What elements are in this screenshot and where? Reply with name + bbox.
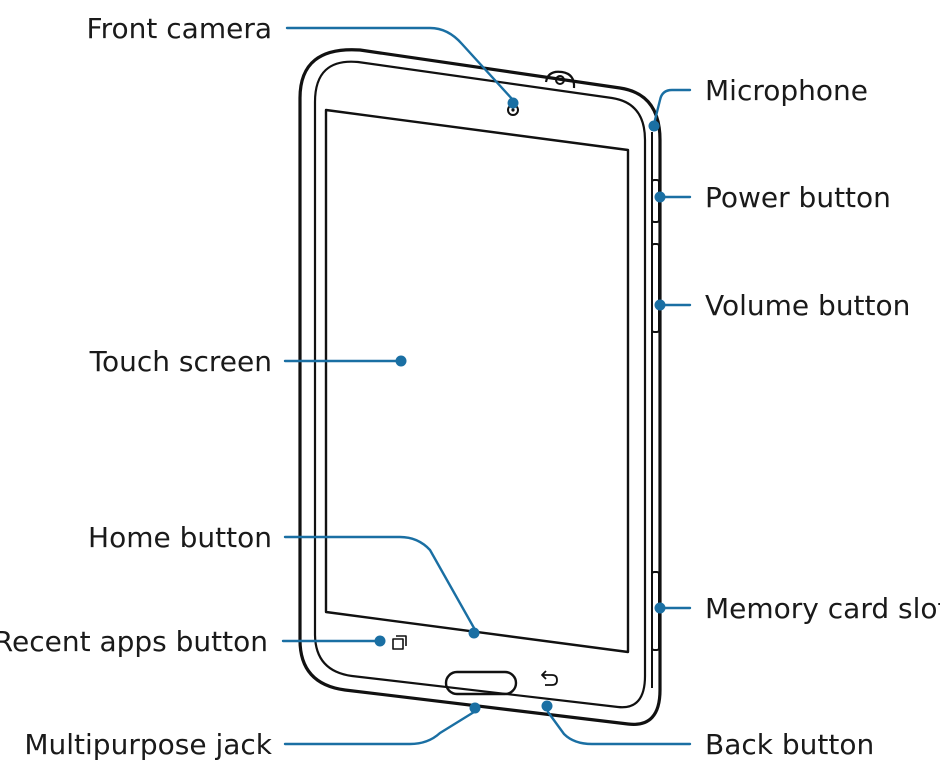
recent-apps-icon xyxy=(392,635,407,650)
tablet-outer-body xyxy=(298,48,662,726)
top-jack-hole xyxy=(555,75,565,85)
front-camera-leader xyxy=(285,26,515,102)
label-back-button: Back button xyxy=(705,728,874,761)
label-volume-button: Volume button xyxy=(705,289,910,322)
label-front-camera: Front camera xyxy=(87,12,272,45)
label-multipurpose-jack: Multipurpose jack xyxy=(24,728,272,761)
labels: Front camera Microphone Power button Vol… xyxy=(0,12,940,761)
volume-button-shape xyxy=(651,243,660,333)
power-button-dot xyxy=(654,191,666,203)
label-touch-screen: Touch screen xyxy=(89,345,272,378)
volume-button-dot xyxy=(654,299,666,311)
microphone-leader xyxy=(652,88,692,126)
label-memory-card-slot: Memory card slot xyxy=(705,592,940,625)
back-arrow-icon xyxy=(541,670,558,686)
home-button-leader xyxy=(283,535,476,630)
recent-apps-dot xyxy=(374,635,386,647)
touch-screen-area xyxy=(324,108,630,654)
label-recent-apps-button: Recent apps button xyxy=(0,625,268,658)
label-microphone: Microphone xyxy=(705,74,868,107)
microphone-dot xyxy=(648,120,660,132)
tablet-bezel xyxy=(313,60,647,709)
label-power-button: Power button xyxy=(705,181,891,214)
memory-card-slot-dot xyxy=(654,602,666,614)
multipurpose-jack-dot xyxy=(469,702,481,714)
multipurpose-jack-leader xyxy=(283,710,476,746)
home-button-icon xyxy=(444,670,518,696)
back-button-dot xyxy=(541,700,553,712)
label-home-button: Home button xyxy=(88,521,272,554)
callouts xyxy=(281,26,692,746)
tablet-device xyxy=(298,48,662,726)
front-camera-dot xyxy=(507,97,519,109)
top-jack-bump xyxy=(544,70,576,89)
home-button-dot xyxy=(468,627,480,639)
touch-screen-dot xyxy=(395,355,407,367)
back-button-leader xyxy=(546,710,692,746)
